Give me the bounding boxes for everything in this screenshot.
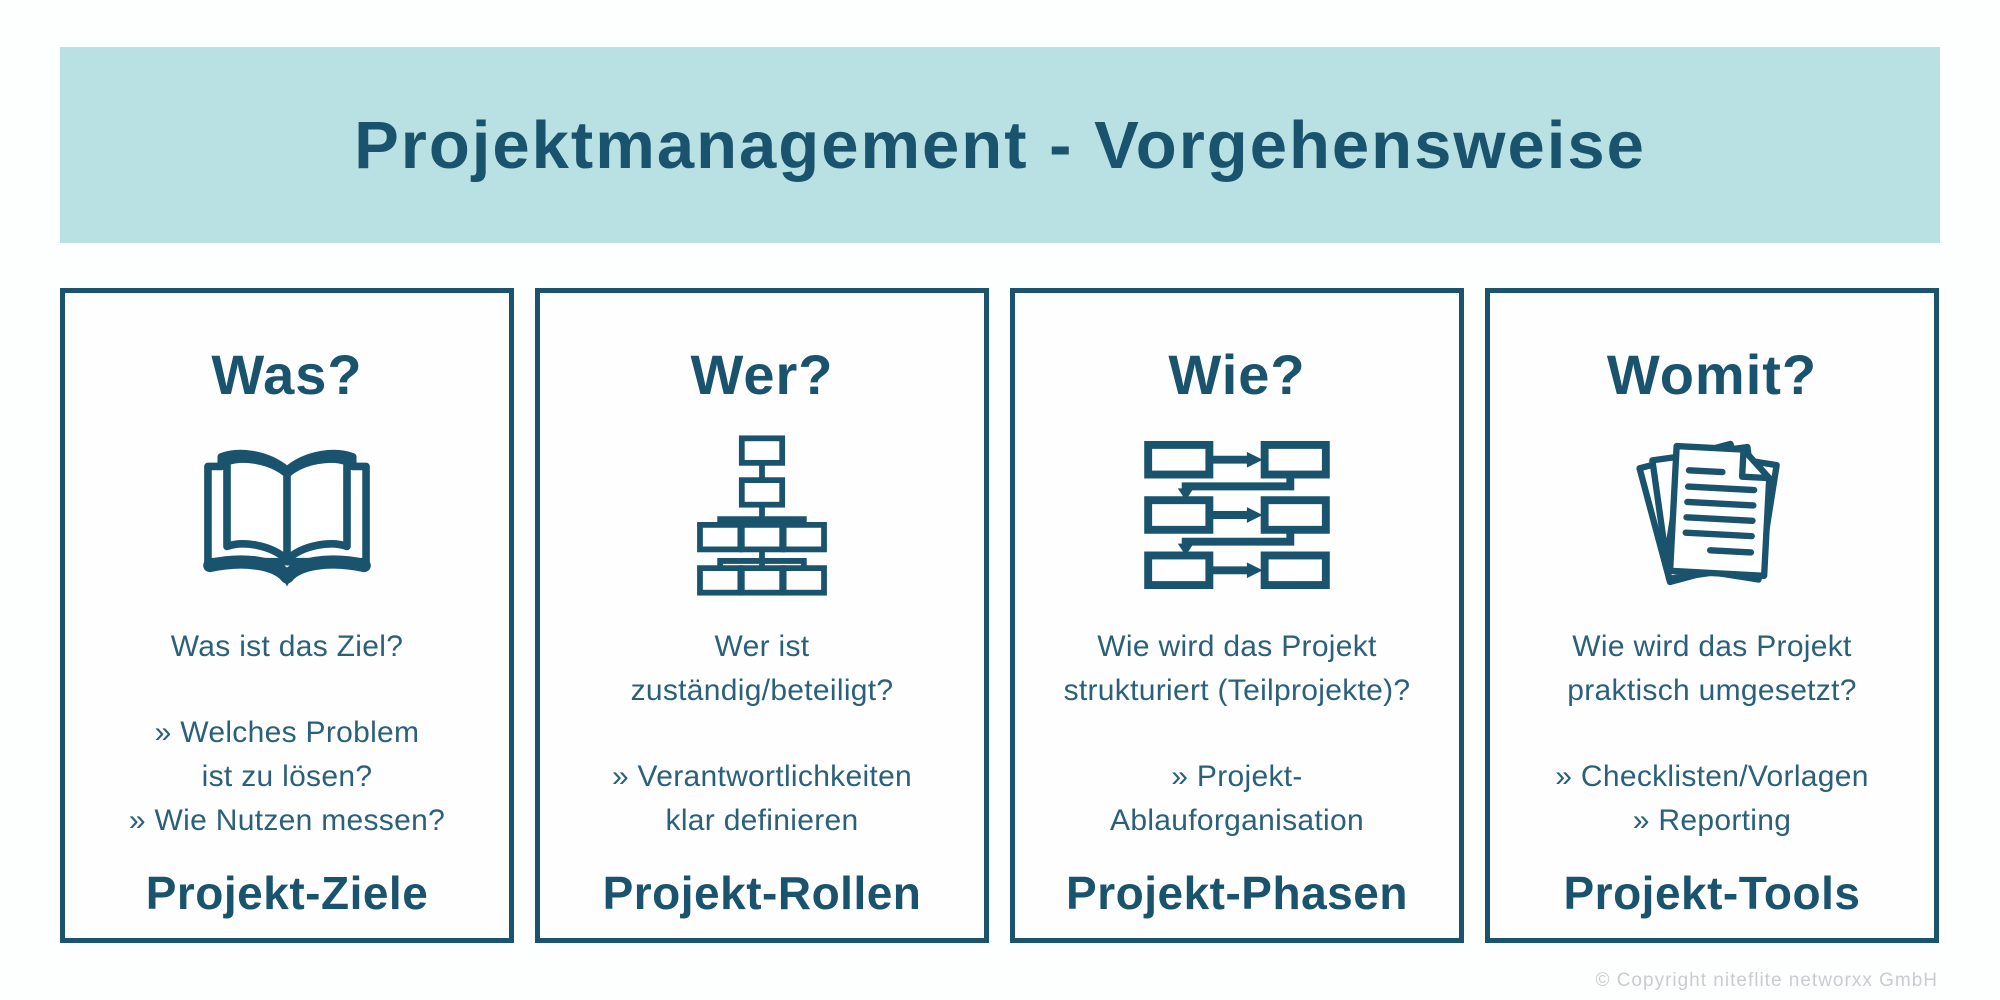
card-label: Projekt-Rollen xyxy=(602,867,922,919)
card-title: Was? xyxy=(211,343,363,406)
card-question: Wie wird das Projekt strukturiert (Teilp… xyxy=(1063,630,1411,707)
card-womit: Womit? xyxy=(1485,288,1939,943)
card-question: Was ist das Ziel? xyxy=(170,630,404,663)
card-bullets: » Welches Problem ist zu lösen? » Wie Nu… xyxy=(128,716,446,837)
page-title: Projektmanagement - Vorgehensweise xyxy=(354,107,1646,183)
title-banner: Projektmanagement - Vorgehensweise xyxy=(60,47,1940,243)
card-label: Projekt-Tools xyxy=(1563,867,1861,919)
card-title: Wie? xyxy=(1168,343,1306,406)
flowchart-icon xyxy=(1142,417,1332,613)
card-was: Was? Was ist das Ziel? » Welches Problem… xyxy=(60,288,514,943)
card-question: Wie wird das Projekt praktisch umgesetzt… xyxy=(1567,630,1857,707)
org-chart-icon xyxy=(697,417,827,613)
open-book-icon xyxy=(187,417,387,613)
card-wie: Wie? xyxy=(1010,288,1464,943)
copyright-notice: © Copyright niteflite networxx GmbH xyxy=(1595,970,1938,991)
card-label: Projekt-Phasen xyxy=(1066,867,1408,919)
card-bullets: » Checklisten/Vorlagen » Reporting xyxy=(1555,760,1869,837)
card-question: Wer ist zuständig/beteiligt? xyxy=(630,630,894,707)
card-title: Womit? xyxy=(1606,343,1818,406)
documents-stack-icon xyxy=(1626,417,1798,613)
card-title: Wer? xyxy=(690,343,834,406)
card-label: Projekt-Ziele xyxy=(145,867,429,919)
cards-row: Was? Was ist das Ziel? » Welches Problem… xyxy=(60,288,1940,943)
card-bullets: » Projekt- Ablauforganisation xyxy=(1110,760,1364,837)
card-bullets: » Verantwortlichkeiten klar definieren xyxy=(611,760,913,837)
card-wer: Wer? xyxy=(535,288,989,943)
